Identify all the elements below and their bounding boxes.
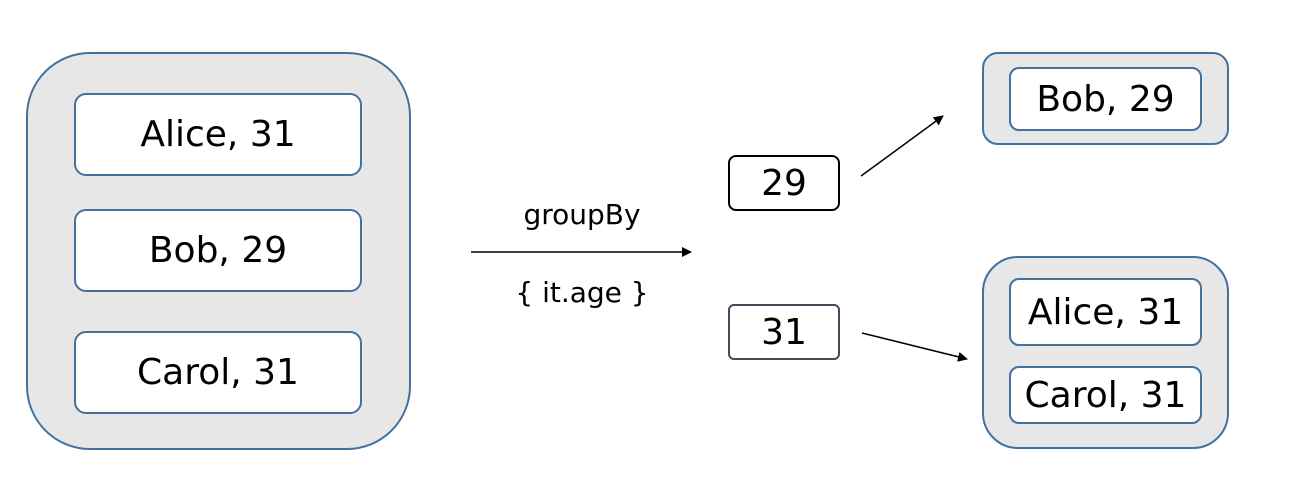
operation-name: groupBy (523, 198, 641, 231)
source-item-alice: Alice, 31 (74, 93, 362, 176)
operation-selector: { it.age } (515, 276, 649, 309)
source-item-carol: Carol, 31 (74, 331, 362, 414)
group-key-29: 29 (728, 155, 840, 211)
result-item-bob: Bob, 29 (1009, 67, 1202, 131)
source-item-bob: Bob, 29 (74, 209, 362, 292)
group-key-31: 31 (728, 304, 840, 360)
key-29-arrow (860, 115, 944, 177)
key-31-arrow (861, 332, 968, 362)
result-item-carol: Carol, 31 (1009, 366, 1202, 424)
result-item-alice: Alice, 31 (1009, 278, 1202, 346)
